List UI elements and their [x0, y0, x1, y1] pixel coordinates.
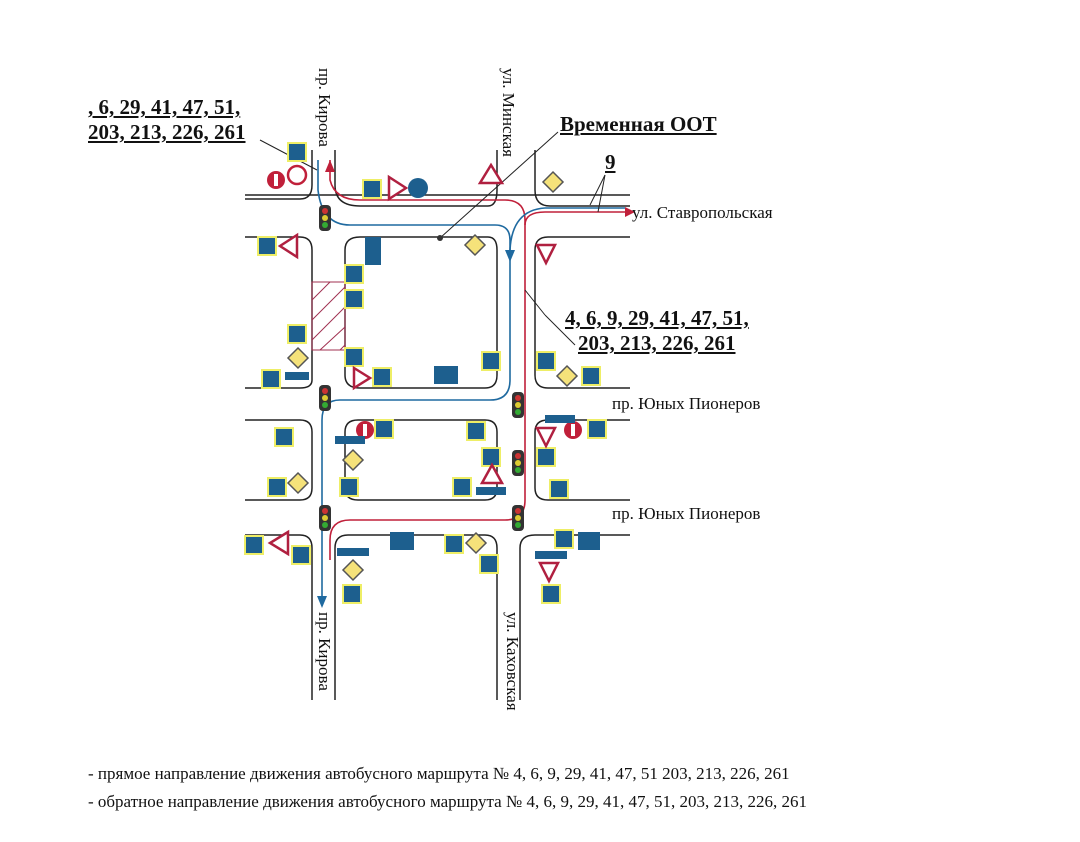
routes-left-line1: , 6, 29, 41, 47, 51,	[88, 95, 241, 119]
street-minskaya: ул. Минская	[499, 68, 518, 157]
temp-stop-point	[437, 235, 443, 241]
street-kirova-bottom: пр. Кирова	[315, 612, 334, 691]
street-stavropolskaya: ул. Ставропольская	[632, 203, 773, 222]
forward-route-9-line	[524, 211, 625, 226]
forward-arrow-icon	[325, 160, 335, 172]
traffic-lights	[319, 205, 524, 531]
pedestrian-crossing-signs	[244, 142, 607, 604]
hatching	[311, 281, 346, 351]
reverse-route-9-line	[509, 207, 625, 251]
routes-right-line2: 203, 213, 226, 261	[578, 331, 736, 355]
no-entry-bars	[274, 174, 575, 436]
lane-direction-signs	[285, 237, 600, 559]
legend-forward: - прямое направление движения автобусног…	[88, 764, 790, 783]
forward-arrow-icon	[625, 207, 635, 217]
hatched-zone	[311, 281, 346, 351]
routes-left-line2: 203, 213, 226, 261	[88, 120, 246, 144]
no-turn-sign-icon	[286, 164, 308, 186]
yield-signs	[267, 162, 561, 584]
legend-reverse: - обратное направление движения автобусн…	[88, 792, 807, 811]
street-yunykh-pionerov-1: пр. Юных Пионеров	[612, 394, 761, 413]
priority-road-signs	[286, 170, 579, 582]
street-yunykh-pionerov-2: пр. Юных Пионеров	[612, 504, 761, 523]
temp-stop-label: Временная ООТ	[560, 112, 717, 136]
forward-route-line	[329, 160, 526, 560]
street-kirova-top: пр. Кирова	[315, 68, 334, 147]
routes-right-line1: 4, 6, 9, 29, 41, 47, 51,	[565, 306, 749, 330]
direction-sign-icon	[408, 178, 428, 198]
reverse-arrow-icon	[505, 250, 515, 262]
reverse-arrow-icon	[317, 596, 327, 608]
route-9-label: 9	[605, 150, 616, 174]
street-kakhovskaya: ул. Каховская	[503, 612, 522, 711]
